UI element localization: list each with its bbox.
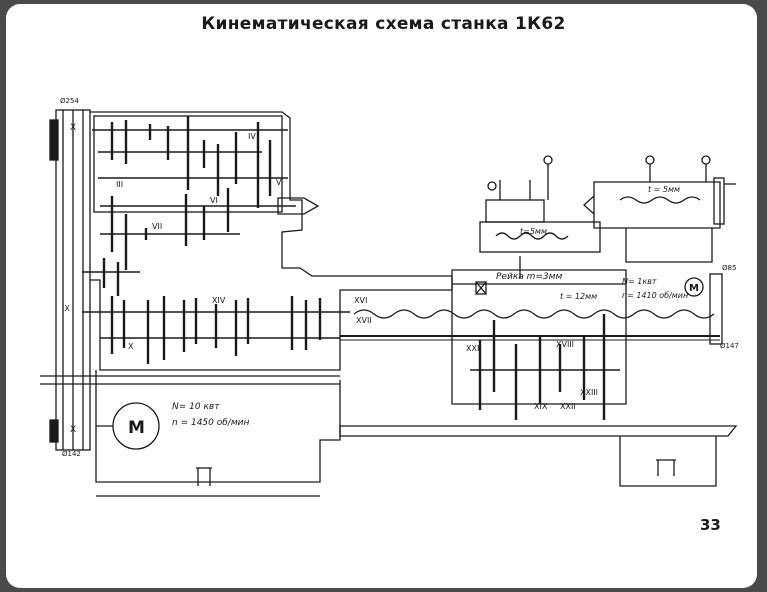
shaft-label-VI: VI <box>210 196 218 205</box>
shaft-label-XXIII: XXIII <box>580 388 599 397</box>
tailstock <box>583 155 736 263</box>
apron <box>451 269 627 420</box>
pulley-top-diameter: Ø254 <box>60 97 79 105</box>
shaft-label-IX: IX <box>62 304 70 313</box>
shaft-label-XXI: XXI <box>466 344 480 353</box>
pulley-right-bottom-diameter: Ø147 <box>720 342 739 350</box>
page-number: 33 <box>700 516 721 534</box>
lead-screw-pitch: t = 12мм <box>560 292 598 301</box>
shaft-label-XIV: XIV <box>212 296 226 305</box>
shaft-label-XIX: XIX <box>534 402 548 411</box>
shaft-label-V: V <box>276 178 282 187</box>
main-motor-speed: n = 1450 об/мин <box>172 418 250 428</box>
main-motor-symbol: M <box>128 418 145 438</box>
lathe-bed <box>40 370 738 497</box>
shaft-label-VII: VII <box>152 222 163 231</box>
shaft-label-XVI: XVI <box>354 296 368 305</box>
lead-screw <box>340 309 720 341</box>
slide-title: Кинематическая схема станка 1К62 <box>201 14 566 34</box>
shaft-label-X: X <box>128 342 134 351</box>
svg-text:X: X <box>70 123 76 133</box>
main-motor <box>96 402 160 450</box>
svg-text:X: X <box>70 425 76 435</box>
pulley-bottom-diameter: Ø142 <box>62 450 81 458</box>
tailstock-screw-pitch: t = 5мм <box>648 185 681 194</box>
shaft-label-IV: IV <box>248 132 256 141</box>
headstock-shafts <box>82 129 350 339</box>
tool-post <box>479 155 601 278</box>
pulley-right-top-diameter: Ø85 <box>722 264 737 272</box>
rapid-motor <box>684 273 723 345</box>
top-slide-screw-pitch: t=5мм <box>520 227 547 236</box>
rapid-motor-symbol: M <box>689 283 699 294</box>
spindle-nose <box>277 197 320 215</box>
shaft-label-XXII: XXII <box>560 402 576 411</box>
rapid-motor-power: N= 1квт <box>622 277 657 286</box>
rapid-motor-speed: n= 1410 об/мин <box>622 291 689 300</box>
headstock-gears <box>102 116 322 364</box>
shaft-label-XVIII: XVIII <box>556 340 575 349</box>
main-motor-power: N= 10 квт <box>172 402 220 412</box>
shaft-label-III: III <box>116 180 124 189</box>
shaft-label-XVII: XVII <box>356 316 372 325</box>
rack-module: Рейка m=3мм <box>496 272 563 282</box>
